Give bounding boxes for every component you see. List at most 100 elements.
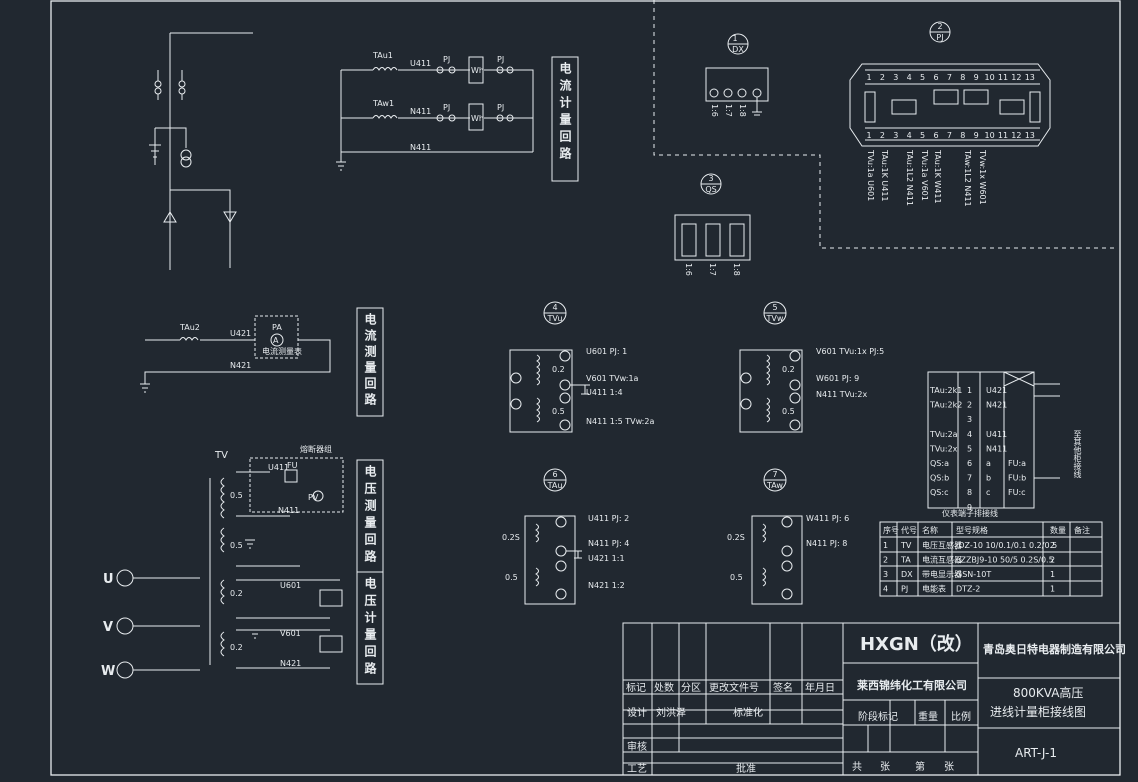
tau1-label: TAu1 <box>372 51 393 60</box>
parts-header-2: 名称 <box>922 525 938 535</box>
pj-bot-num-8: 8 <box>960 131 965 140</box>
pj-bot-num-5: 5 <box>920 131 925 140</box>
parts-header-5: 备注 <box>1074 525 1090 535</box>
tv4-ratio1: 0.2 <box>552 365 565 374</box>
term-row-5-num: 6 <box>967 459 972 468</box>
ta6-ratio2: 0.5 <box>505 573 518 582</box>
dx-bottom-label-2: 1:8 <box>738 104 747 117</box>
fu-label: FU <box>287 461 298 470</box>
pj-label-3: PJ <box>497 55 504 64</box>
revision-headers: 标记处数分区更改文件号签名年月日 <box>626 681 835 694</box>
pj-bot-num-11: 11 <box>998 131 1008 140</box>
rev-header-5: 年月日 <box>805 681 835 694</box>
vbox-voltage-meter-text: 电压计量回路 <box>363 577 377 679</box>
bubble-3-sub: QS <box>705 185 716 194</box>
pj-bottom-label-3: TVu:1a V601 <box>920 149 929 201</box>
u601-label: U601 <box>280 581 301 590</box>
main-one-line <box>149 32 253 270</box>
parts-cell-3-1: PJ <box>901 585 908 594</box>
pj-label-2: PJ <box>443 103 450 112</box>
ta6-row1: U411 PJ: 2 <box>588 514 629 523</box>
ta6-ratio1: 0.2S <box>502 533 520 542</box>
tv5-block <box>739 301 803 433</box>
drawing-frame <box>50 0 1121 776</box>
pj-top-num-13: 13 <box>1025 73 1035 82</box>
pj-top-num-10: 10 <box>985 73 995 82</box>
term-row-5-ext: FU:a <box>1008 459 1026 468</box>
side-note-text: 至其他柜接线 <box>1073 430 1082 478</box>
designer-name: 刘洪泽 <box>656 707 686 719</box>
pj-bottom-label-2: TAu:1L2 N411 <box>905 149 914 206</box>
phase-w: W <box>101 664 115 679</box>
pj-bot-num-9: 9 <box>974 131 979 140</box>
term-row-5-dst: a <box>986 459 991 468</box>
v601-label: V601 <box>280 629 301 638</box>
qs-bottom-label-2: 1:8 <box>732 263 741 276</box>
tv-ratio-2: 0.5 <box>230 541 243 550</box>
vbox-current-measure-text: 电流测量回路 <box>363 313 377 409</box>
dx-bottom-label-0: 1:6 <box>710 104 719 117</box>
drawing-title-2: 进线计量柜接线图 <box>990 704 1086 719</box>
parts-header-1: 代号 <box>901 525 917 535</box>
bubble-6-sub: TAu <box>547 481 563 490</box>
approve-label: 批准 <box>736 762 756 775</box>
parts-cell-0-2: 电压互感器 <box>922 540 962 550</box>
rev-header-0: 标记 <box>626 682 646 694</box>
customer-name: 莱西锦纬化工有限公司 <box>857 678 967 692</box>
bubble-4-num: 4 <box>552 303 557 312</box>
qs-bottom-label-1: 1:7 <box>708 263 717 276</box>
u421-label-1: U421 <box>230 329 251 338</box>
term-row-8-num: 9 <box>967 503 972 512</box>
term-row-4-src: TVu:2x <box>929 444 958 453</box>
n411-label-2: N411 <box>410 143 431 152</box>
tv4-row2: V601 TVw:1a <box>586 374 639 383</box>
tau2-label: TAu2 <box>179 323 200 332</box>
drawing-title-1: 800KVA高压 <box>1013 685 1083 700</box>
parts-cell-0-3: JDZ-10 10/0.1/0.1 0.2/0.5 <box>955 541 1057 550</box>
wh-label-2: Wh <box>471 114 484 123</box>
vbox-voltage-measure: 电压测量回路 <box>357 465 383 567</box>
tv5-ratio1: 0.2 <box>782 365 795 374</box>
bubble-5-sub: TVw <box>766 314 784 323</box>
term-row-3-dst: U411 <box>986 430 1007 439</box>
parts-cell-3-4: 1 <box>1050 585 1055 594</box>
dx-block <box>705 33 769 116</box>
term-row-0-dst: U421 <box>986 386 1007 395</box>
term-row-0-num: 1 <box>967 386 972 395</box>
tv5-row1: V601 TVu:1x PJ:5 <box>816 347 884 356</box>
pj-bottom-label-4: TAu:1K W411 <box>933 149 942 204</box>
bubble-4-sub: TVu <box>547 314 563 323</box>
voltage-meter-box <box>356 571 384 685</box>
tv5-ratio2: 0.5 <box>782 407 795 416</box>
term-row-7-ext: FU:c <box>1008 488 1026 497</box>
parts-table <box>879 521 1103 597</box>
ta6-row2: N411 PJ: 4 <box>588 539 629 548</box>
term-row-4-num: 5 <box>967 444 972 453</box>
u411-label-1: U411 <box>410 59 431 68</box>
pj-bot-num-3: 3 <box>893 131 898 140</box>
term-row-1-dst: N421 <box>986 401 1007 410</box>
rev-header-2: 分区 <box>681 682 701 694</box>
n411-label-1: N411 <box>410 107 431 116</box>
vbox-voltage-meter: 电压计量回路 <box>357 577 383 679</box>
ta7-row2: N411 PJ: 8 <box>806 539 847 548</box>
company-name: 青岛奥日特电器制造有限公司 <box>983 642 1126 656</box>
term-row-6-dst: b <box>986 474 991 483</box>
pj-bot-num-2: 2 <box>880 131 885 140</box>
bubble-7-sub: TAw <box>766 481 783 490</box>
ta6-row3: U421 1:1 <box>588 554 625 563</box>
terminal-table-caption: 仪表端子排接线 <box>942 508 998 518</box>
parts-cell-0-4: 2 <box>1050 541 1055 550</box>
vbox-current-meter-text: 电流计量回路 <box>558 62 572 164</box>
bubble-2-num: 2 <box>937 22 942 31</box>
vbox-current-measure: 电流测量回路 <box>357 313 383 409</box>
pj-top-num-6: 6 <box>933 73 938 82</box>
pj-bottom-label-6: TVw:1x W601 <box>978 149 987 205</box>
tv4-row3: U411 1:4 <box>586 388 623 397</box>
